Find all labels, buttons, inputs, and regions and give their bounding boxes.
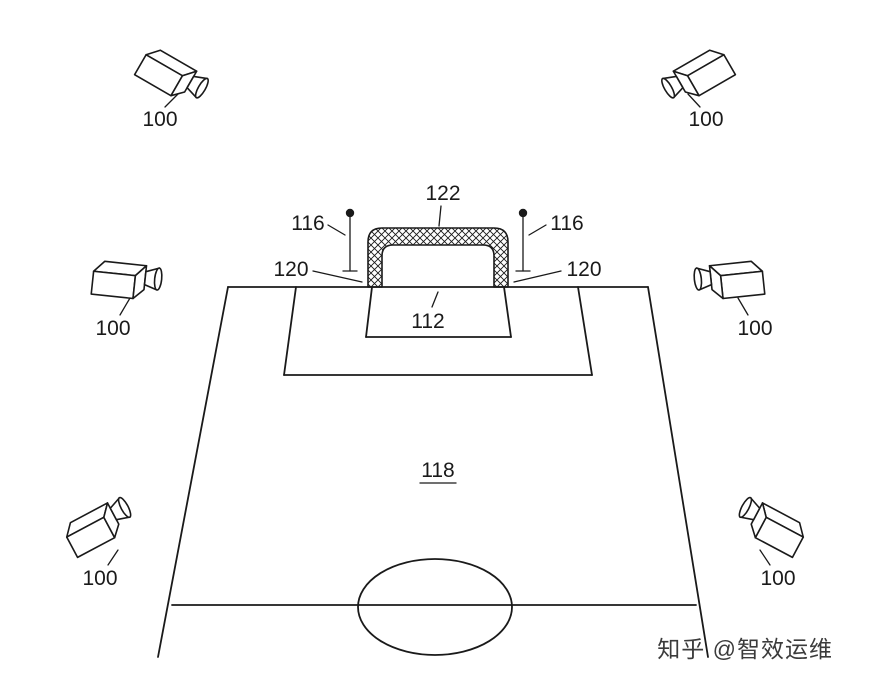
penalty-area <box>283 286 593 376</box>
left-sideline <box>157 286 229 658</box>
center-circle <box>357 558 513 656</box>
marker-right-label: 116 <box>550 212 583 235</box>
marker-post-right <box>515 208 531 272</box>
watermark: 知乎 @智效运维 <box>657 636 833 662</box>
video-camera-icon-bottom-left <box>60 494 139 559</box>
leader-lines <box>107 93 771 566</box>
camera-label-mid-right: 100 <box>737 317 772 340</box>
marker-left-label: 116 <box>291 212 324 235</box>
video-camera-icon-bottom-right <box>731 494 810 559</box>
post-left-label: 120 <box>273 258 308 281</box>
field-label: 118 <box>421 459 454 482</box>
goal-net <box>367 227 509 288</box>
camera-label-bottom-left: 100 <box>82 567 117 590</box>
camera-label-top-right: 100 <box>688 108 723 131</box>
camera-label-top-left: 100 <box>142 108 177 131</box>
goal-area-label: 112 <box>411 310 444 333</box>
camera-label-bottom-right: 100 <box>760 567 795 590</box>
right-sideline <box>647 286 709 658</box>
video-camera-icon-top-right <box>658 44 737 110</box>
post-right-label: 120 <box>566 258 601 281</box>
soccer-field <box>157 286 709 658</box>
goal-area <box>365 286 512 338</box>
video-camera-icon-mid-left <box>90 259 164 303</box>
video-camera-icon-mid-right <box>692 259 766 303</box>
goal-net-label: 122 <box>425 182 460 205</box>
marker-post-left <box>342 208 358 272</box>
camera-label-mid-left: 100 <box>95 317 130 340</box>
